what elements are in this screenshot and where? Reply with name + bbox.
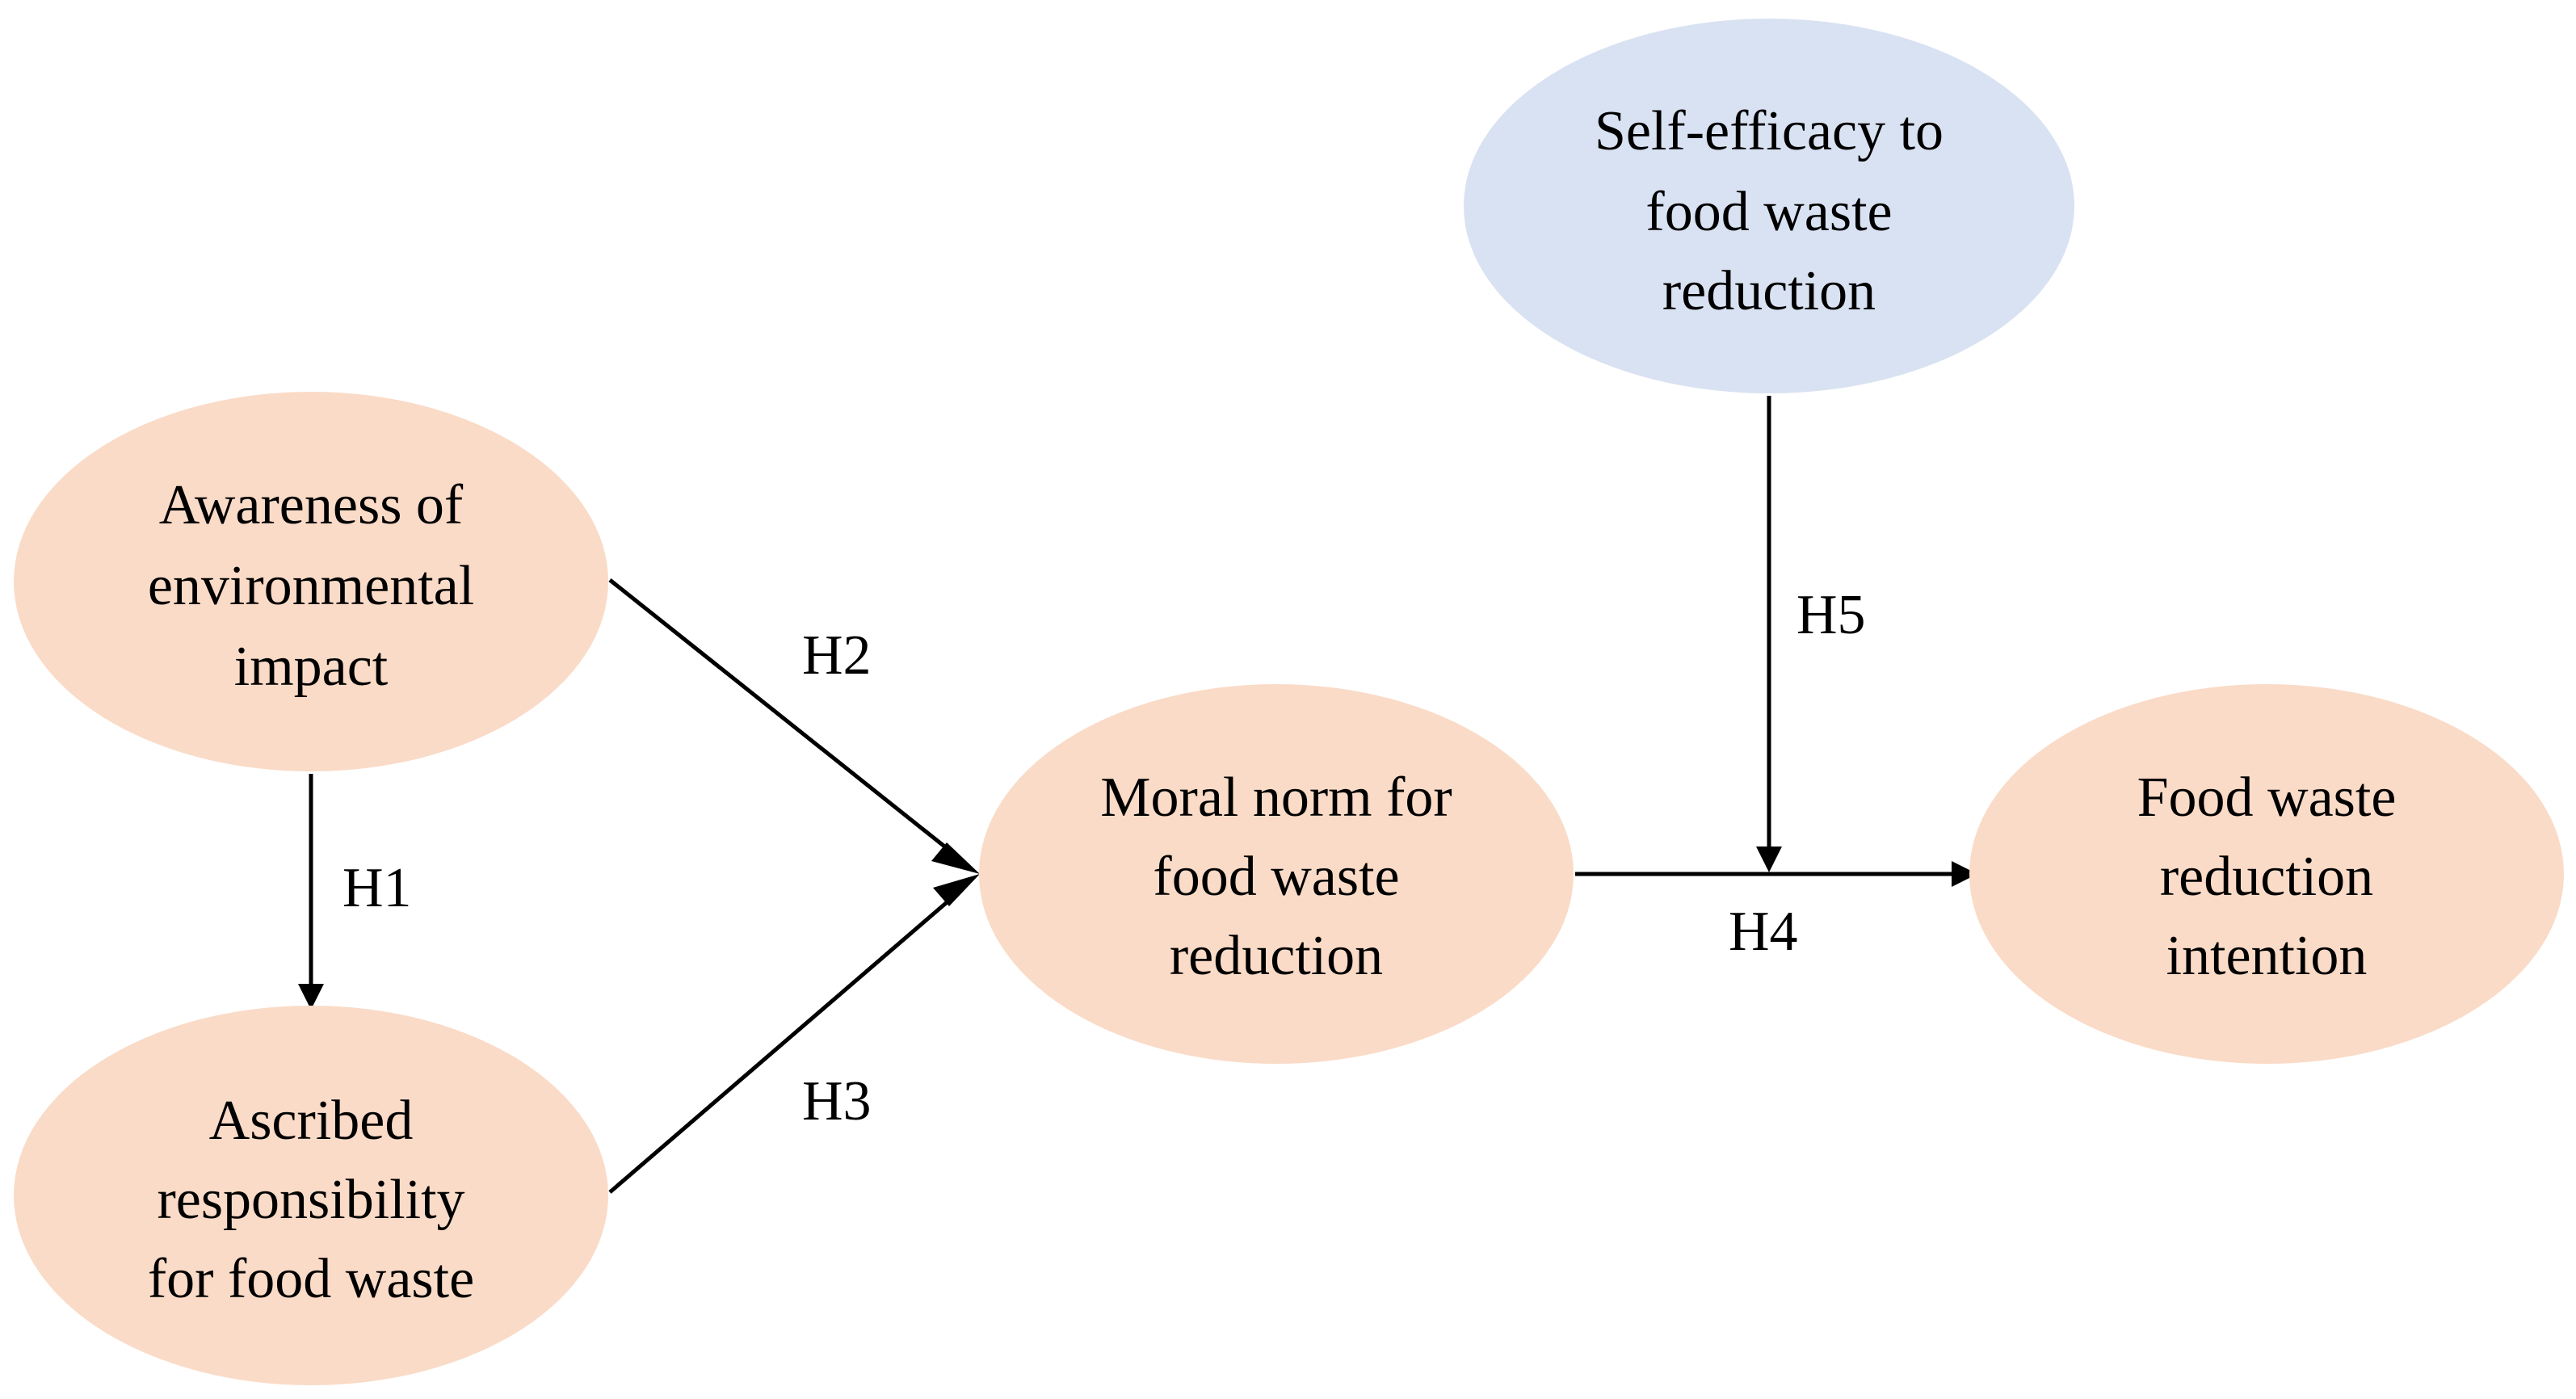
node-moral-norm-shape xyxy=(979,684,1574,1064)
node-moral-norm-line-3: reduction xyxy=(1170,925,1383,987)
node-self-efficacy-line-2: food waste xyxy=(1645,181,1892,243)
arrowhead-h4 xyxy=(1952,861,1977,887)
node-awareness-line-1: Awareness of xyxy=(159,474,464,536)
node-intention-line-3: intention xyxy=(2166,925,2368,987)
node-self-efficacy-line-1: Self-efficacy to xyxy=(1595,100,1944,162)
node-self-efficacy-line-3: reduction xyxy=(1662,260,1876,322)
node-intention: Food waste reduction intention xyxy=(1969,684,2564,1064)
edges xyxy=(298,396,1977,1194)
label-h5: H5 xyxy=(1796,584,1866,646)
node-awareness-line-2: environmental xyxy=(148,555,474,617)
node-ascribed-shape xyxy=(14,1006,608,1385)
node-intention-shape xyxy=(1969,684,2564,1064)
node-self-efficacy: Self-efficacy to food waste reduction xyxy=(1464,19,2074,393)
node-ascribed-line-1: Ascribed xyxy=(209,1090,414,1152)
arrowhead-h3 xyxy=(933,874,980,906)
arrowhead-h5 xyxy=(1756,847,1782,872)
node-awareness: Awareness of environmental impact xyxy=(14,392,608,771)
node-moral-norm-line-2: food waste xyxy=(1153,846,1399,908)
edge-labels: H1 H2 H3 H4 H5 xyxy=(342,584,1866,1132)
node-awareness-line-3: impact xyxy=(234,636,389,698)
node-moral-norm-line-1: Moral norm for xyxy=(1100,767,1452,829)
node-ascribed: Ascribed responsibility for food waste xyxy=(14,1006,608,1385)
node-intention-line-1: Food waste xyxy=(2137,767,2397,829)
node-self-efficacy-shape xyxy=(1464,19,2074,393)
node-intention-line-2: reduction xyxy=(2160,846,2373,908)
arrowhead-h2 xyxy=(931,842,980,874)
arrowhead-h1 xyxy=(298,984,324,1010)
label-h3: H3 xyxy=(802,1070,872,1132)
label-h2: H2 xyxy=(802,624,872,687)
node-awareness-shape xyxy=(14,392,608,771)
label-h4: H4 xyxy=(1729,901,1798,963)
edge-h2-awareness-to-moral xyxy=(608,578,964,863)
node-ascribed-line-3: for food waste xyxy=(148,1248,474,1310)
node-moral-norm: Moral norm for food waste reduction xyxy=(979,684,1574,1064)
label-h1: H1 xyxy=(342,857,412,919)
edge-h3-ascribed-to-moral xyxy=(608,887,964,1194)
node-ascribed-line-2: responsibility xyxy=(157,1169,464,1231)
